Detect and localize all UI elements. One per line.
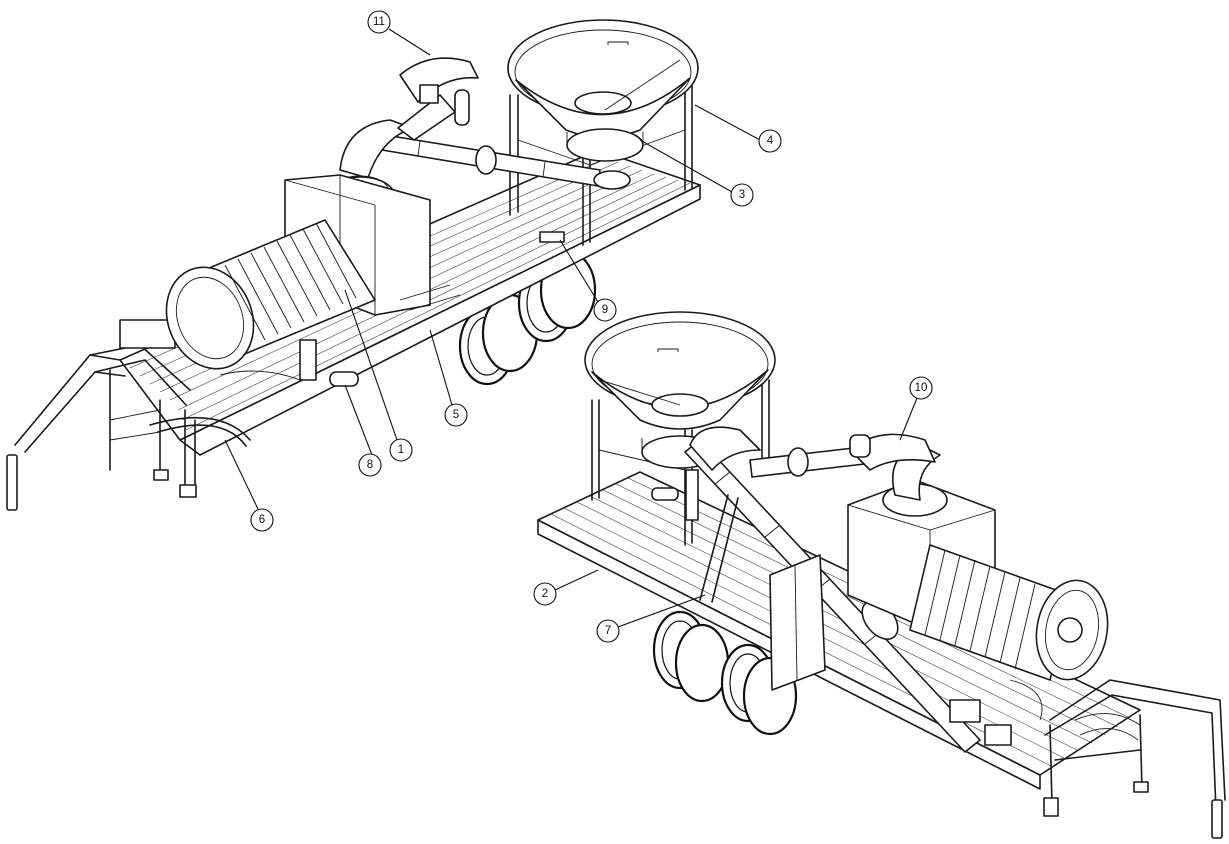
callout-2: 2 bbox=[533, 569, 599, 606]
trailer-b-hopper bbox=[584, 311, 776, 469]
trailer-b-engine-cover bbox=[769, 554, 826, 691]
trailer-a-deck-parts bbox=[149, 231, 565, 447]
trailer-b-elbow bbox=[849, 433, 948, 517]
callouts: 11 4 3 9 5 1 8 bbox=[224, 10, 933, 643]
trailer-b-auger bbox=[684, 426, 981, 753]
callout-1-label: 1 bbox=[398, 444, 404, 456]
callout-4: 4 bbox=[694, 104, 782, 153]
callout-11-label: 11 bbox=[373, 16, 385, 28]
callout-9-label: 9 bbox=[602, 304, 608, 316]
trailer-b-tires bbox=[652, 610, 798, 736]
callout-5: 5 bbox=[429, 329, 468, 427]
callout-8-label: 8 bbox=[367, 459, 373, 471]
callout-5-label: 5 bbox=[453, 409, 459, 421]
trailer-b-deck-parts bbox=[651, 487, 1043, 746]
callout-11: 11 bbox=[367, 10, 431, 56]
callout-10-label: 10 bbox=[915, 382, 928, 394]
trailer-b-gooseneck bbox=[1043, 679, 1226, 839]
trailer-b-support bbox=[685, 469, 739, 603]
trailer-a-gooseneck bbox=[6, 319, 197, 511]
callout-6: 6 bbox=[224, 439, 274, 532]
callout-3-label: 3 bbox=[739, 189, 745, 201]
callout-3: 3 bbox=[639, 139, 754, 207]
trailer-b-drum bbox=[909, 544, 1109, 681]
trailer-a-drum bbox=[165, 219, 376, 370]
callout-6-label: 6 bbox=[259, 514, 265, 526]
callout-8: 8 bbox=[344, 384, 382, 477]
callout-7: 7 bbox=[596, 594, 706, 643]
callout-1: 1 bbox=[344, 289, 413, 462]
trailer-a-tires bbox=[458, 250, 597, 386]
callout-4-label: 4 bbox=[767, 135, 774, 147]
trailer-a bbox=[6, 19, 701, 511]
trailer-a-hopper bbox=[507, 19, 699, 162]
callout-9: 9 bbox=[559, 239, 617, 322]
callout-7-label: 7 bbox=[605, 625, 611, 637]
trailer-b bbox=[537, 311, 1226, 839]
callout-10: 10 bbox=[899, 376, 933, 441]
trailer-a-auger bbox=[381, 134, 631, 190]
callout-2-label: 2 bbox=[542, 588, 548, 600]
